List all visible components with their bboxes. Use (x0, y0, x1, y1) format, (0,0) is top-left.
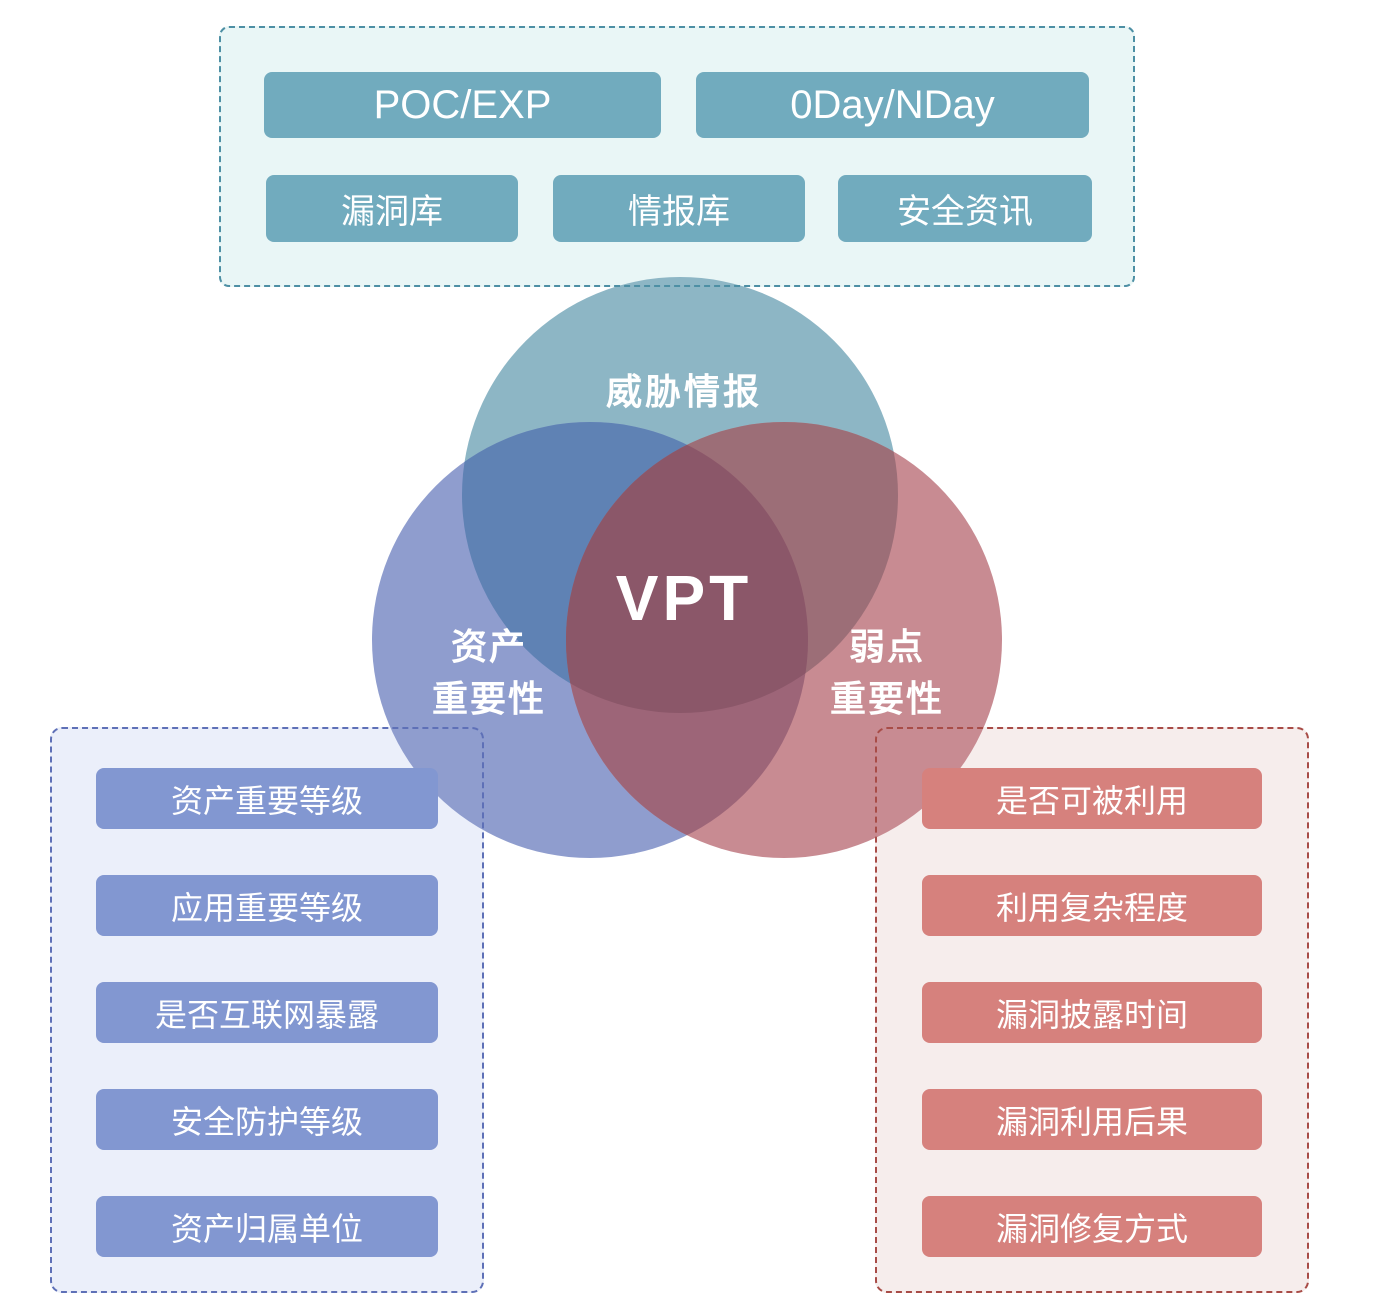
asset-importance-label: 资产 重要性 (432, 621, 546, 725)
weakness-importance-label-line2: 重要性 (829, 678, 945, 719)
threat-intel-label: 威胁情报 (605, 371, 763, 412)
security-protection-level-tag: 安全防护等级 (96, 1089, 438, 1150)
internet-exposure-tag: 是否互联网暴露 (96, 982, 438, 1043)
exploit-consequence-tag: 漏洞利用后果 (922, 1089, 1262, 1150)
asset-ownership-tag: 资产归属单位 (96, 1196, 438, 1257)
intelligence-db-tag: 情报库 (553, 175, 805, 242)
exploit-complexity-tag: 利用复杂程度 (922, 875, 1262, 936)
asset-importance-label-line2: 重要性 (431, 678, 547, 719)
disclosure-time-tag: 漏洞披露时间 (922, 982, 1262, 1043)
weakness-importance-label-line1: 弱点 (848, 626, 926, 667)
vulnerability-db-tag: 漏洞库 (266, 175, 518, 242)
exploitable-tag: 是否可被利用 (922, 768, 1262, 829)
app-importance-level-tag: 应用重要等级 (96, 875, 438, 936)
threat-intel-panel-background (219, 26, 1135, 287)
fix-method-tag: 漏洞修复方式 (922, 1196, 1262, 1257)
0day-nday-tag: 0Day/NDay (696, 72, 1089, 138)
poc-exp-tag: POC/EXP (264, 72, 661, 138)
security-news-tag: 安全资讯 (838, 175, 1092, 242)
overlap-center (566, 422, 808, 713)
asset-importance-label-line1: 资产 (450, 626, 528, 667)
weakness-importance-label: 弱点 重要性 (830, 621, 944, 725)
vpt-center-label: VPT (615, 562, 753, 634)
asset-importance-level-tag: 资产重要等级 (96, 768, 438, 829)
